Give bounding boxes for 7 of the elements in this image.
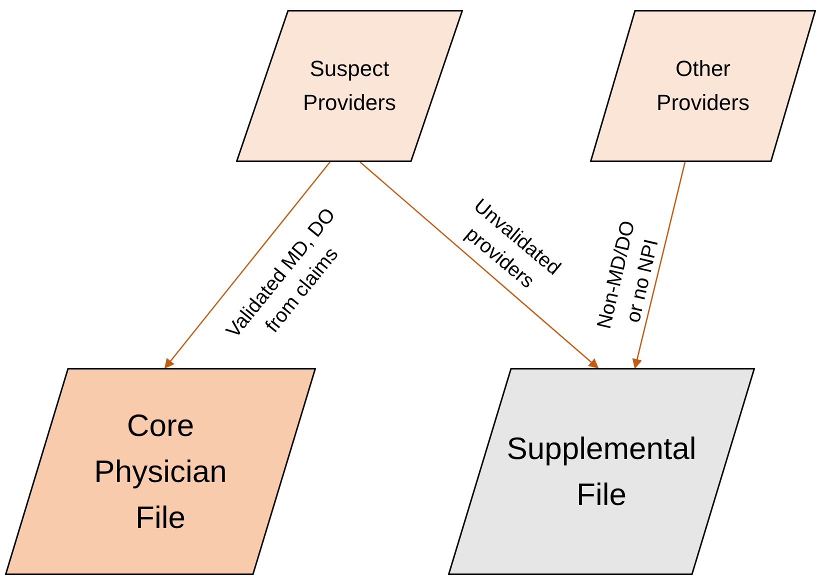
arrow — [632, 162, 686, 369]
node-label: Suspect Providers — [302, 55, 397, 117]
node-label: Core Physician File — [93, 406, 228, 536]
node-label: Other Providers — [656, 55, 750, 117]
arrow — [360, 162, 599, 369]
arrow — [164, 162, 330, 369]
node-label: Supplemental File — [506, 430, 698, 514]
